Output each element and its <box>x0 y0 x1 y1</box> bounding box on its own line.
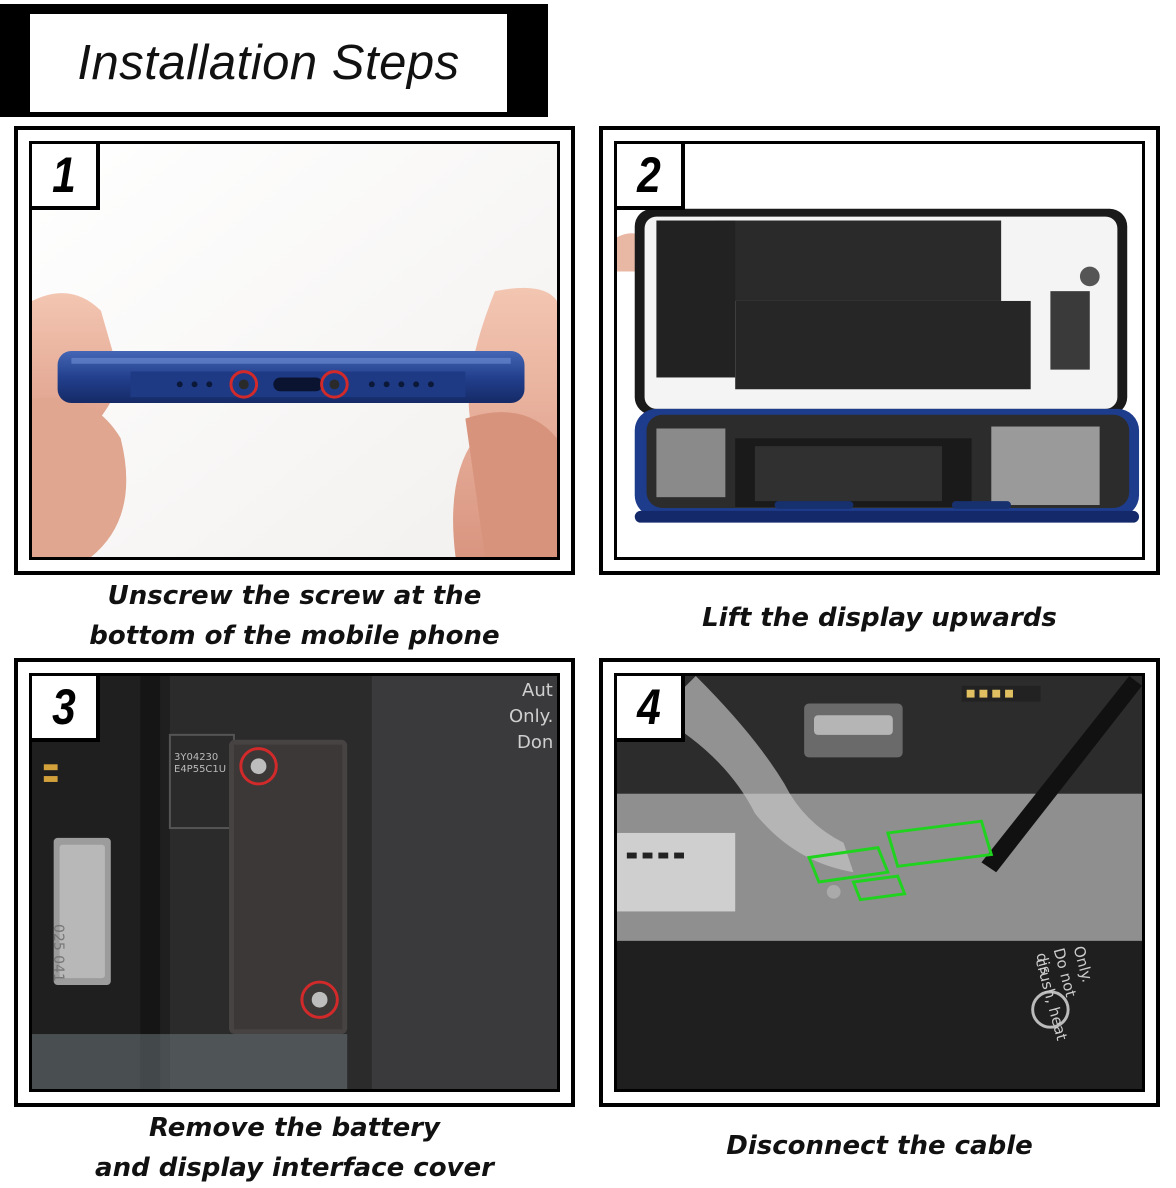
step-1-panel: 1 <box>14 126 575 575</box>
step-2-panel: 2 <box>599 126 1160 575</box>
step-1-caption: Unscrew the screw at the bottom of the m… <box>14 576 575 656</box>
step-2-caption: Lift the display upwards <box>599 598 1160 638</box>
battery-text-1: Aut <box>522 680 553 701</box>
caption-line: and display interface cover <box>95 1153 494 1183</box>
step-3-photo: Aut Only. Don 3Y04230 E4P55C1U 025 041 <box>29 673 560 1092</box>
battery-text-2: Only. <box>509 706 554 727</box>
step-number-badge: 2 <box>617 144 685 210</box>
chip-code-1: 3Y04230 <box>174 752 219 763</box>
battery-text-3: Don <box>517 732 554 753</box>
caption-line: Disconnect the cable <box>726 1131 1033 1161</box>
title-banner: Installation Steps <box>0 4 548 117</box>
step-number-badge: 3 <box>32 676 100 742</box>
caption-line: bottom of the mobile phone <box>89 621 500 651</box>
step-3-caption: Remove the battery and display interface… <box>14 1108 575 1188</box>
title-panel: Installation Steps <box>30 14 507 112</box>
step-1-photo <box>29 141 560 560</box>
connector-label: 025 041 <box>50 924 66 982</box>
step-3-panel: 3 Aut Only. Don 3Y04230 E4P55C1U 025 041 <box>14 658 575 1107</box>
caption-line: Unscrew the screw at the <box>107 581 482 611</box>
step-4-photo: Only. Do not dis crush, heat <box>614 673 1145 1092</box>
step-2-photo <box>614 141 1145 560</box>
chip-code-2: E4P55C1U <box>174 764 227 775</box>
step-number-badge: 4 <box>617 676 685 742</box>
step-number-badge: 1 <box>32 144 100 210</box>
page-title: Installation Steps <box>77 36 460 90</box>
caption-line: Lift the display upwards <box>702 603 1057 633</box>
step-4-caption: Disconnect the cable <box>599 1126 1160 1166</box>
caption-line: Remove the battery <box>149 1113 440 1143</box>
step-4-panel: 4 Only. Do not dis crush, heat <box>599 658 1160 1107</box>
